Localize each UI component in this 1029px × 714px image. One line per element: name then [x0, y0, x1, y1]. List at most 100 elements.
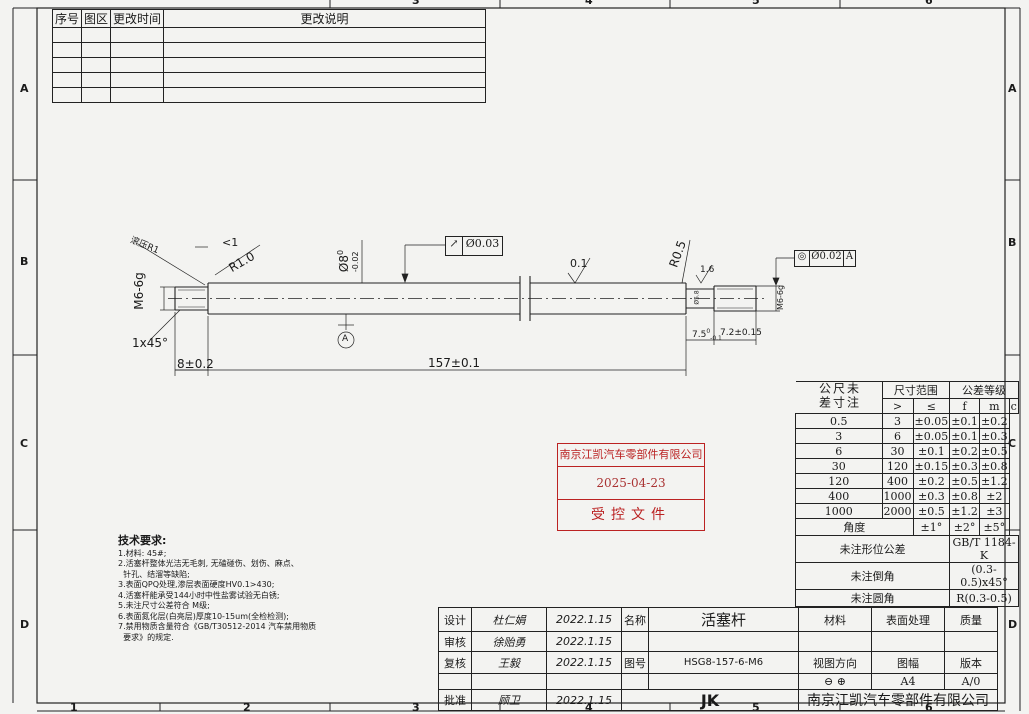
tol-cell: ±0.05: [912, 428, 951, 444]
tech-notes: 技术要求: 1.材料: 45#;2.活塞杆整体光洁无毛刺, 无磕碰伤、划伤、麻点…: [118, 534, 448, 643]
tol-extra-label-2: 未注圆角: [794, 589, 951, 607]
zone-row-d: D: [20, 618, 30, 631]
tech-note-item: 6.表面氮化层(白亮层)厚度10-15um(全检检测);: [118, 611, 289, 621]
tb-review-sig: 徐贻勇: [471, 631, 547, 652]
tb-recheck-date: 2022.1.15: [546, 651, 622, 674]
tb-material-label: 材料: [798, 607, 872, 632]
tol-cell: ±2: [978, 488, 1010, 504]
tol-cell: 3: [881, 413, 914, 429]
tb-company: 南京江凯汽车零部件有限公司: [798, 689, 998, 711]
tol-extra-value-1: (0.3-0.5)x45°: [949, 562, 1019, 590]
tb-version-label: 版本: [944, 651, 998, 674]
tol-cell: ±0.3: [949, 458, 980, 474]
dim-groove-nominal: 7.5: [692, 330, 707, 340]
tb-design-label: 设计: [438, 607, 472, 632]
zone-row-d-right: D: [1008, 618, 1018, 631]
thread-right-label: M6-6g: [776, 284, 786, 311]
tb-view-label: 视图方向: [798, 651, 872, 674]
rev-header-zone: 图区: [81, 9, 111, 28]
tol-cell: 400: [881, 473, 914, 489]
dim-right: 7.2±0.15: [720, 328, 762, 338]
tech-notes-heading: 技术要求:: [118, 534, 167, 547]
zone-row-a: A: [20, 82, 29, 95]
tb-part-name: 活塞杆: [648, 607, 799, 632]
tol-angle-c: ±5°: [978, 518, 1010, 536]
tb-name-label: 名称: [621, 607, 649, 632]
stamp-status: 受控文件: [591, 507, 671, 523]
tol-cell: 400: [795, 488, 883, 504]
tol-subheader: f: [949, 398, 980, 414]
tb-recheck-label: 复核: [438, 651, 472, 674]
tb-review-label: 审核: [438, 631, 472, 652]
tol-side-label: 未注尺寸公差: [795, 381, 883, 414]
tol-cell: 1000: [795, 503, 883, 519]
tech-note-item: 要求》的规定.: [118, 632, 174, 642]
tol-cell: ±0.5: [912, 503, 951, 519]
tol-cell: ±0.05: [912, 413, 951, 429]
zone-row-b-right: B: [1008, 236, 1017, 249]
tb-approve-label: 批准: [438, 689, 472, 711]
tol-subheader: m: [978, 398, 1010, 414]
datum-a-label: A: [342, 334, 349, 344]
tb-version: A/0: [944, 673, 998, 690]
controlled-stamp: 南京江凯汽车零部件有限公司 2025-04-23 受控文件: [557, 443, 705, 531]
tol-subheader: c: [1008, 398, 1019, 414]
zone-col-2: 2: [243, 701, 251, 714]
tech-note-item: 针孔、结溜等缺陷;: [118, 569, 190, 579]
diameter-tol-lower: -0.02: [351, 251, 361, 273]
zone-col-3: 3: [412, 701, 420, 714]
tol-cell: ±0.3: [912, 488, 951, 504]
tech-note-item: 3.表面QPQ处理,渗层表面硬度HV0.1>430;: [118, 580, 275, 589]
tol-subheader: >: [881, 398, 914, 414]
tol-cell: ±0.2: [912, 473, 951, 489]
tb-drawing-no-label: 图号: [621, 651, 649, 674]
runout-value: Ø0.03: [465, 237, 500, 250]
dim-total: 157±0.1: [428, 356, 481, 370]
rev-header-no: 序号: [52, 9, 82, 28]
diameter-value: Ø8: [337, 255, 352, 273]
tb-format-label: 图幅: [871, 651, 945, 674]
zone-col-6-top: 6: [925, 0, 933, 7]
tb-quantity-label: 质量: [944, 607, 998, 632]
zone-col-1: 1: [70, 701, 78, 714]
coaxial-icon: ◎: [795, 251, 810, 266]
chamfer-note: 1x45°: [132, 336, 169, 350]
zone-row-c-right: C: [1008, 437, 1017, 450]
tol-cell: ±0.8: [949, 488, 980, 504]
roughness-01: 0.1: [570, 257, 588, 270]
tb-review-date: 2022.1.15: [546, 631, 622, 652]
zone-row-c: C: [20, 437, 29, 450]
tech-note-item: 4.活塞杆能承受144小时中性盐雾试验无白锈;: [118, 590, 280, 600]
zone-col-5-top: 5: [752, 0, 760, 7]
tol-side-text: 未注尺寸公差: [817, 382, 860, 410]
zone-col-4-top: 4: [585, 0, 593, 7]
tb-logo: JK: [621, 689, 799, 711]
tech-note-item: 5.未注尺寸公差符合 M级;: [118, 601, 210, 610]
tb-surface-label: 表面处理: [871, 607, 945, 632]
tb-view-symbol: ⊖ ⊕: [798, 673, 872, 690]
tol-cell: 120: [881, 458, 914, 474]
tol-cell: 6: [881, 428, 914, 444]
zone-row-a-right: A: [1008, 82, 1017, 95]
tol-cell: 0.5: [795, 413, 883, 429]
diameter-tol-upper: 0: [336, 249, 346, 255]
tb-recheck-sig: 王毅: [471, 651, 547, 674]
tol-angle-m: ±2°: [949, 518, 980, 536]
tol-cell: 120: [795, 473, 883, 489]
tol-cell: ±0.2: [949, 443, 980, 459]
tol-cell: 6: [795, 443, 883, 459]
coaxial-value: Ø0.02: [810, 251, 844, 266]
small-dia-label: Ø5.8: [693, 290, 701, 305]
tol-cell: 30: [795, 458, 883, 474]
tech-note-item: 2.活塞杆整体光洁无毛刺, 无磕碰伤、划伤、麻点、: [118, 559, 299, 568]
tol-cell: 30: [881, 443, 914, 459]
title-block: 设计 杜仁娟 2022.1.15 名称 活塞杆 材料 表面处理 质量 审核 徐贻…: [438, 607, 998, 711]
stamp-date: 2025-04-23: [558, 467, 704, 500]
tol-cell: ±1.2: [978, 473, 1010, 489]
